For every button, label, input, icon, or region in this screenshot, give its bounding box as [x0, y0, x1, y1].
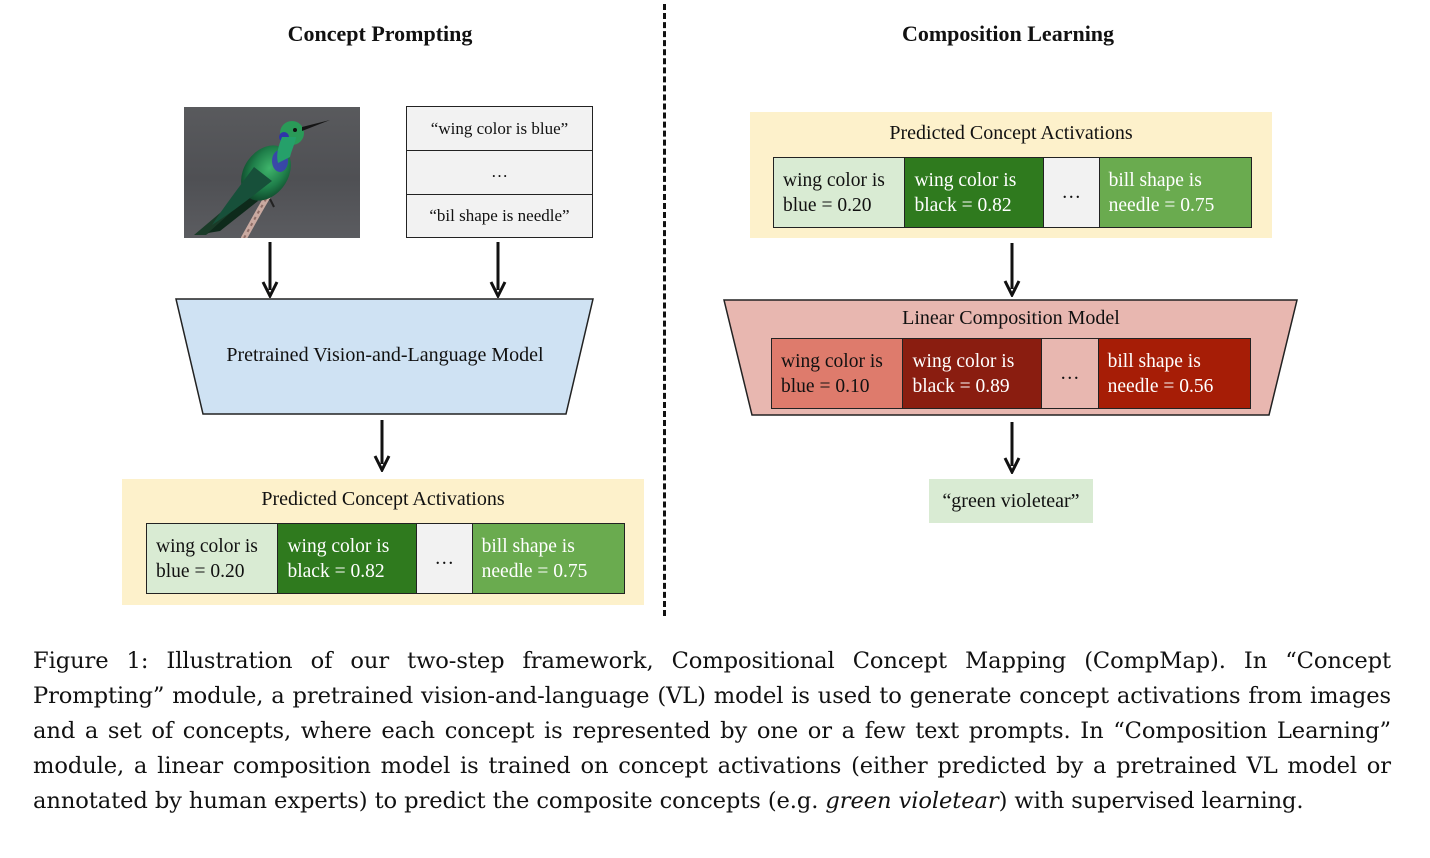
figure-caption: Figure 1: Illustration of our two-step f… — [33, 644, 1391, 819]
activations-title: Predicted Concept Activations — [889, 122, 1133, 144]
concept-prompting-title: Concept Prompting — [287, 21, 473, 46]
left-activations-panel: Predicted Concept Activations wing color… — [122, 479, 644, 605]
text-prompt-ellipsis: … — [407, 150, 592, 193]
caption-italic: green violetear — [825, 788, 999, 814]
right-activations-panel: Predicted Concept Activations wing color… — [750, 112, 1272, 238]
arrow-down-icon — [373, 420, 391, 472]
activation-cell-ellipsis: … — [415, 524, 472, 593]
hummingbird-image — [184, 107, 360, 238]
caption-text: Figure 1: Illustration of our two-step f… — [33, 648, 1391, 814]
linear-weight-cell-ellipsis: … — [1040, 339, 1098, 408]
caption-text-end: ) with supervised learning. — [998, 788, 1304, 814]
arrow-down-icon — [1003, 422, 1021, 474]
composition-learning-title: Composition Learning — [901, 21, 1115, 46]
text-prompt: “bil shape is needle” — [407, 193, 592, 237]
vl-model-block — [175, 298, 594, 415]
text-prompt-list: “wing color is blue” … “bil shape is nee… — [406, 106, 593, 238]
arrow-down-icon — [261, 242, 279, 298]
text-prompt: “wing color is blue” — [430, 118, 569, 138]
hummingbird-illustration — [194, 120, 330, 238]
arrow-down-icon — [1003, 243, 1021, 297]
activation-cell-ellipsis: … — [1042, 158, 1099, 227]
activations-title: Predicted Concept Activations — [261, 488, 505, 510]
composite-concept-output: “green violetear” — [929, 479, 1093, 523]
linear-model-title: Linear Composition Model — [902, 307, 1120, 329]
vl-model-label: Pretrained Vision-and-Language Model — [226, 344, 544, 366]
section-divider — [663, 4, 666, 616]
arrow-down-icon — [489, 242, 507, 298]
